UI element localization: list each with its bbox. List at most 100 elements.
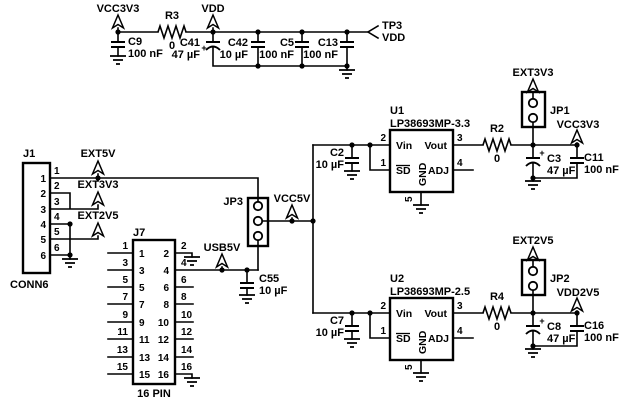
j7-pin-number-1: 1 [122, 241, 128, 252]
net-label-vcc3v3-top: VCC3V3 [97, 3, 140, 15]
top-rail-section: VCC3V3 VDD R3 0 C9 100 nF C41 + 47 µF C4… [97, 3, 405, 71]
value-c42: 10 µF [220, 49, 249, 61]
j7-pin-inside-8: 8 [163, 300, 169, 311]
u2-pin-label-vout: Vout [424, 308, 447, 320]
part-u1: LP38693MP-3.3 [390, 118, 470, 130]
ref-u1: U1 [390, 105, 404, 117]
power-arrow-icon-vdd [205, 13, 221, 30]
u2-pin-label-gnd: GND [417, 330, 429, 354]
power-arrow-icon-vcc3v3-top [110, 13, 126, 30]
u1-pin-number-1: 1 [380, 158, 386, 169]
u1-pin-label-vout: Vout [424, 140, 447, 152]
resistor-r2 [482, 136, 512, 154]
j7-body [131, 238, 177, 386]
ref-r2: R2 [490, 123, 504, 135]
jp2-body [520, 258, 547, 297]
net-label-ext5v: EXT5V [81, 148, 117, 160]
u1-pin-label-vin: Vin [396, 140, 412, 152]
u2-pin-label-sd: SD [396, 333, 411, 345]
ref-j7: J7 [133, 227, 145, 239]
ref-c9: C9 [128, 36, 142, 48]
power-arrow-icon-usb5v [214, 252, 230, 269]
resistor-r4 [482, 304, 512, 322]
j7-pin-inside-12: 12 [158, 335, 170, 346]
j1-pin-inside-3: 3 [40, 205, 46, 216]
power-arrow-icon-ext3v3-jp1 [525, 77, 541, 94]
net-label-vdd-top: VDD [201, 3, 224, 15]
ground-symbols [62, 55, 541, 387]
j7-pin-inside-10: 10 [158, 318, 170, 329]
j1-pin-number-1: 1 [54, 166, 60, 177]
u1-pin-number-5: 5 [404, 196, 415, 202]
u2-pin-number-5: 5 [404, 364, 415, 370]
value-c13: 100 nF [303, 49, 338, 61]
ref-r3: R3 [165, 10, 179, 22]
ref-jp2: JP2 [550, 273, 570, 285]
net-label-tp3-vdd: VDD [382, 32, 405, 44]
j7-pin-number-7: 7 [122, 292, 128, 303]
j7-pin-inside-4: 4 [163, 266, 169, 277]
reg2-capacitor-plates [345, 325, 584, 335]
j7-pin-number-5: 5 [122, 275, 128, 286]
value-c2: 10 µF [316, 159, 345, 171]
j1-pin-number-4: 4 [54, 212, 60, 223]
jp3-body [246, 196, 270, 248]
j7-pin-inside-1: 1 [139, 249, 145, 260]
jp2-pin-1 [527, 265, 539, 277]
j7-pin-number-15: 15 [117, 362, 129, 373]
ref-c55: C55 [259, 273, 279, 285]
power-arrow-icon-ext5v [90, 159, 106, 176]
j7-pin-inside-6: 6 [163, 283, 169, 294]
j1-pin-number-2: 2 [54, 181, 60, 192]
ref-c7: C7 [330, 315, 344, 327]
j1-pin-inside-2: 2 [40, 189, 46, 200]
j7-pin-number-4: 4 [181, 258, 187, 269]
u1-pin-label-sd: SD [396, 165, 411, 177]
u2-pin-number-3: 3 [457, 301, 463, 312]
j7-pin-inside-2: 2 [163, 249, 169, 260]
ref-u2: U2 [390, 273, 404, 285]
value-r2: 0 [494, 153, 500, 165]
u2-pin-number-4: 4 [457, 326, 463, 337]
net-label-usb5v: USB5V [204, 242, 241, 254]
power-arrow-icon-ext2v5-j1 [90, 221, 106, 238]
ref-c2: C2 [330, 147, 344, 159]
j1-pin-inside-1: 1 [40, 174, 46, 185]
power-arrow-icon-ext3v3-j1 [90, 190, 106, 207]
regulator-3v3-section: U1 LP38693MP-3.3 Vin Vout SD ADJ GND 2 1… [312, 67, 619, 206]
jp1-pin-1 [527, 97, 539, 109]
j7-pin-number-11: 11 [117, 327, 128, 338]
jp1-pin-2 [527, 112, 539, 124]
u1-pin-label-adj: ADJ [428, 165, 449, 177]
ref-j1: J1 [23, 148, 35, 160]
ref-c8: C8 [547, 321, 561, 333]
type-j1: CONN6 [10, 279, 49, 291]
regulator-2v5-section: U2 LP38693MP-2.5 Vin Vout SD ADJ GND 2 1… [312, 235, 619, 374]
j1-pin-inside-4: 4 [40, 220, 46, 231]
u2-pin-number-1: 1 [380, 326, 386, 337]
j7-pin-inside-15: 15 [139, 370, 151, 381]
resistor-r3 [157, 23, 187, 41]
polarity-c3: + [539, 148, 544, 158]
j7-pin-inside-13: 13 [139, 353, 151, 364]
j7-pin-inside-7: 7 [139, 300, 145, 311]
power-arrow-icon-vdd2v5 [569, 296, 585, 313]
jp3-pin-3 [252, 230, 264, 242]
value-c55: 10 µF [259, 285, 288, 297]
power-arrow-icon-ext2v5-jp2 [525, 245, 541, 262]
j1-body [21, 161, 52, 275]
net-label-ext3v3-j1: EXT3V3 [78, 179, 119, 191]
j1-pin-number-5: 5 [54, 227, 60, 238]
ref-jp3: JP3 [223, 196, 243, 208]
power-arrow-icon-vcc3v3-right [569, 128, 585, 145]
j7-pin-number-2: 2 [181, 241, 187, 252]
tp3-testpoint-icon [366, 24, 380, 40]
ref-tp3: TP3 [382, 20, 402, 32]
j7-pin-number-16: 16 [181, 362, 193, 373]
j7-pin-inside-5: 5 [139, 283, 145, 294]
ref-c3: C3 [547, 153, 561, 165]
polarity-c8: + [539, 316, 544, 326]
value-c9: 100 nF [128, 48, 163, 60]
jp2-pin-2 [527, 280, 539, 292]
